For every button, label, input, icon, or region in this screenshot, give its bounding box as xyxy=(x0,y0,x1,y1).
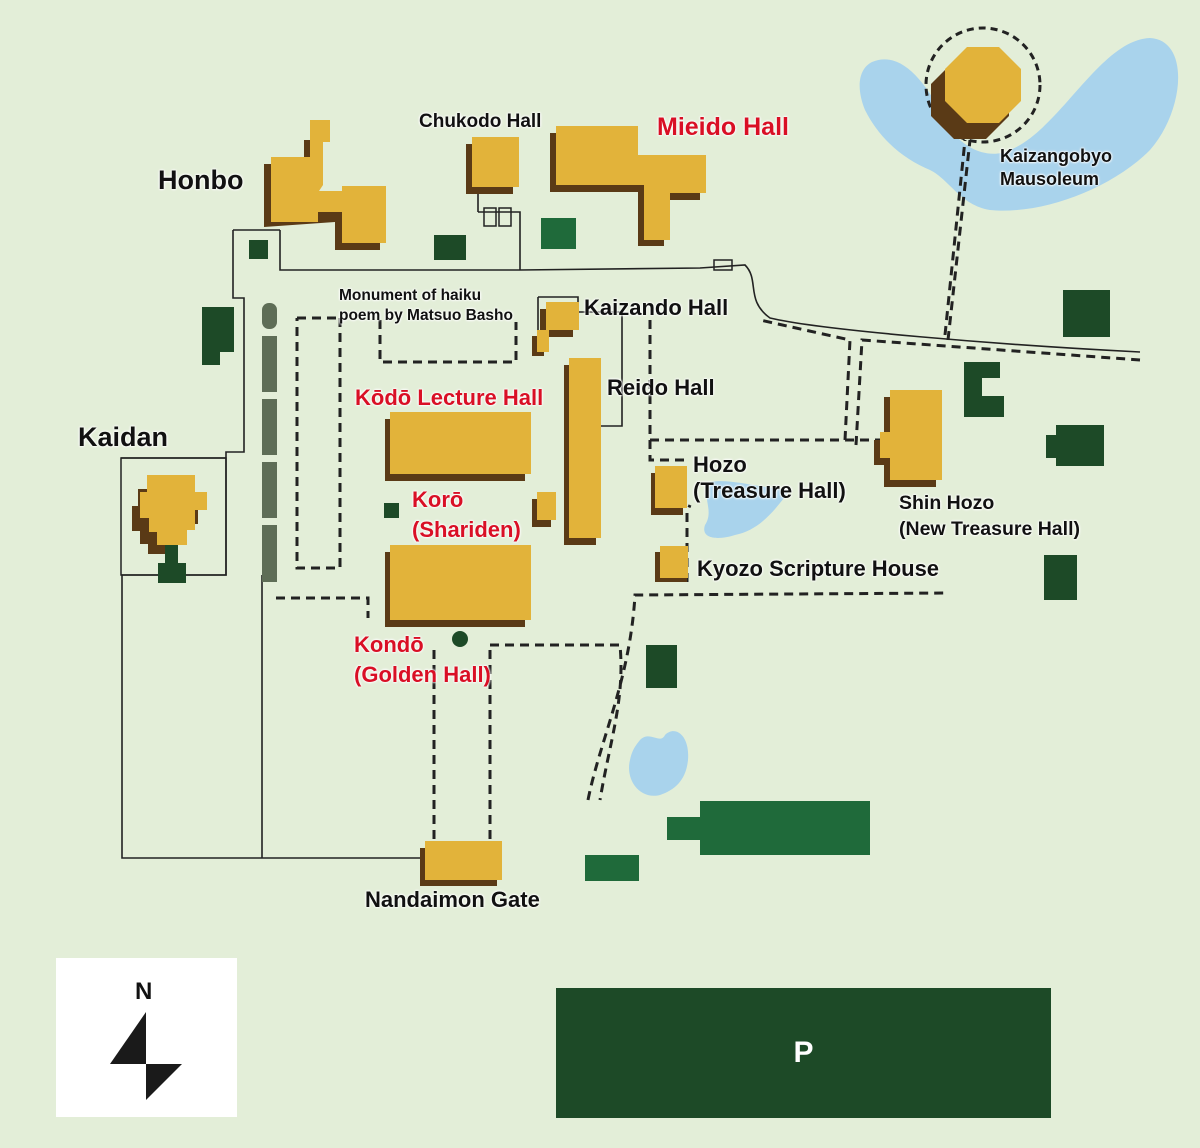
label-honbo: Honbo xyxy=(158,165,244,195)
label-kaizangobyo: Kaizangobyo Mausoleum xyxy=(1000,146,1113,189)
building-honbo xyxy=(264,120,386,250)
parking-lot xyxy=(556,988,1051,1118)
building-kaizangobyo xyxy=(931,47,1021,139)
pond-hozo xyxy=(704,481,790,538)
gate-2 xyxy=(498,207,512,227)
building-kaidan xyxy=(132,475,207,583)
label-chukodo: Chukodo Hall xyxy=(419,111,542,132)
building-reido xyxy=(564,358,601,545)
gate-3 xyxy=(713,259,733,271)
building-kondo xyxy=(385,545,531,627)
gravel-walkway xyxy=(262,303,277,582)
building-shin-hozo xyxy=(874,390,942,487)
label-monument: Monument of haiku poem by Matsuo Basho xyxy=(339,287,513,325)
label-mieido: Mieido Hall xyxy=(657,113,789,141)
label-reido: Reido Hall xyxy=(607,375,715,400)
label-kaizando: Kaizando Hall xyxy=(584,295,729,320)
label-hozo: Hozo (Treasure Hall) xyxy=(693,452,846,504)
parking-label: P xyxy=(793,1036,814,1069)
pond-north xyxy=(859,38,1179,211)
path-dashed xyxy=(276,139,1141,842)
label-kondo: Kondō (Golden Hall) xyxy=(354,632,491,687)
building-kodo xyxy=(385,412,531,481)
label-nandaimon: Nandaimon Gate xyxy=(365,887,540,912)
building-chukodo xyxy=(466,137,519,194)
north-label: N xyxy=(135,978,153,1005)
building-koro xyxy=(532,492,556,527)
building-kaizando xyxy=(532,302,579,356)
label-koro: Korō (Shariden) xyxy=(412,487,521,542)
north-arrow-icon xyxy=(110,1012,182,1100)
label-shin-hozo: Shin Hozo (New Treasure Hall) xyxy=(899,492,1080,541)
north-compass: N xyxy=(56,958,237,1117)
building-hozo xyxy=(651,466,687,515)
label-kyozo: Kyozo Scripture House xyxy=(697,556,940,581)
building-nandaimon xyxy=(420,841,502,886)
building-mieido xyxy=(550,126,706,246)
gate-1 xyxy=(483,207,497,227)
building-kyozo xyxy=(655,546,688,582)
label-kaidan: Kaidan xyxy=(78,422,169,452)
mausoleum-dashed-ring xyxy=(924,26,1042,144)
label-kodo: Kōdō Lecture Hall xyxy=(355,385,544,410)
green-areas xyxy=(202,218,1110,881)
pond-south xyxy=(629,731,689,796)
